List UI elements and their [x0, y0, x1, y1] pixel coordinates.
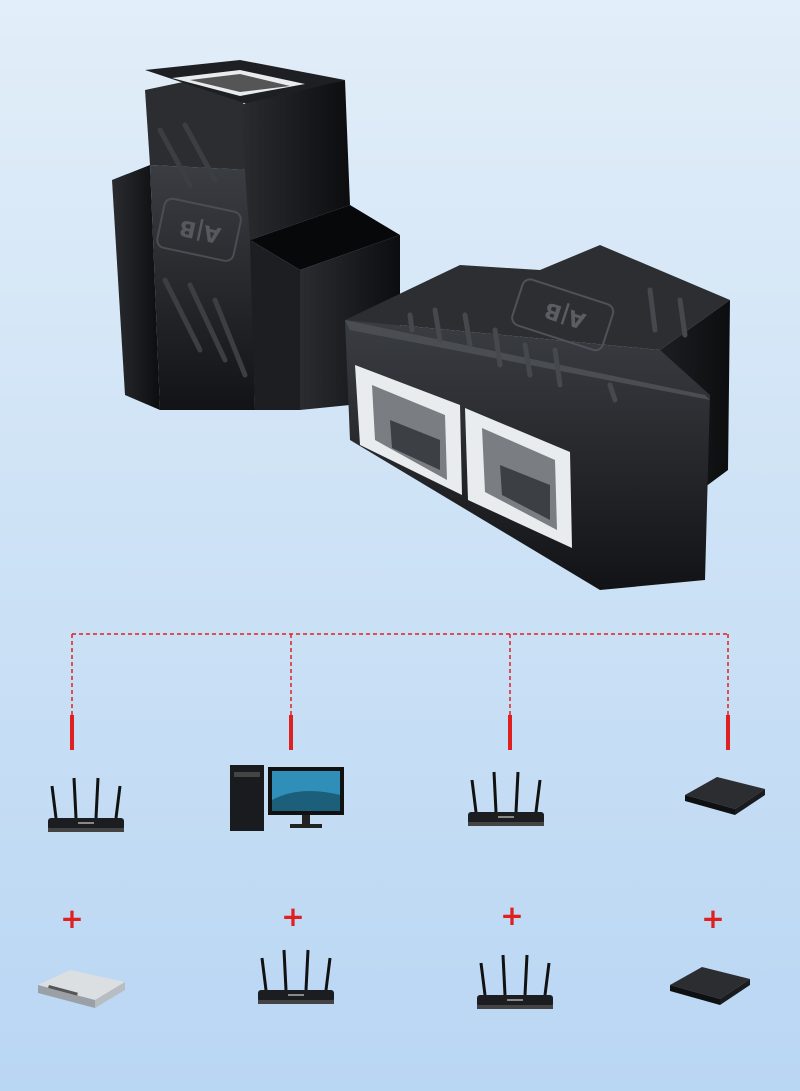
router-icon	[46, 776, 126, 834]
plus-sign: +	[500, 899, 523, 932]
left-splitter-connector: A|B	[112, 60, 400, 410]
plus-sign: +	[281, 900, 304, 933]
right-splitter-connector: A|B	[345, 245, 730, 590]
rj45-port-1	[355, 365, 462, 495]
rj45-port-2	[465, 408, 572, 548]
plus-sign: +	[701, 902, 724, 935]
set-top-box-icon	[685, 777, 765, 815]
router-icon	[256, 948, 336, 1006]
desktop-computer-icon	[230, 765, 344, 831]
router-icon	[475, 953, 555, 1011]
set-top-box-icon	[670, 967, 750, 1005]
connection-lines	[70, 633, 730, 750]
network-switch-icon	[38, 970, 125, 1008]
plus-sign: +	[60, 902, 83, 935]
router-icon	[466, 770, 546, 828]
